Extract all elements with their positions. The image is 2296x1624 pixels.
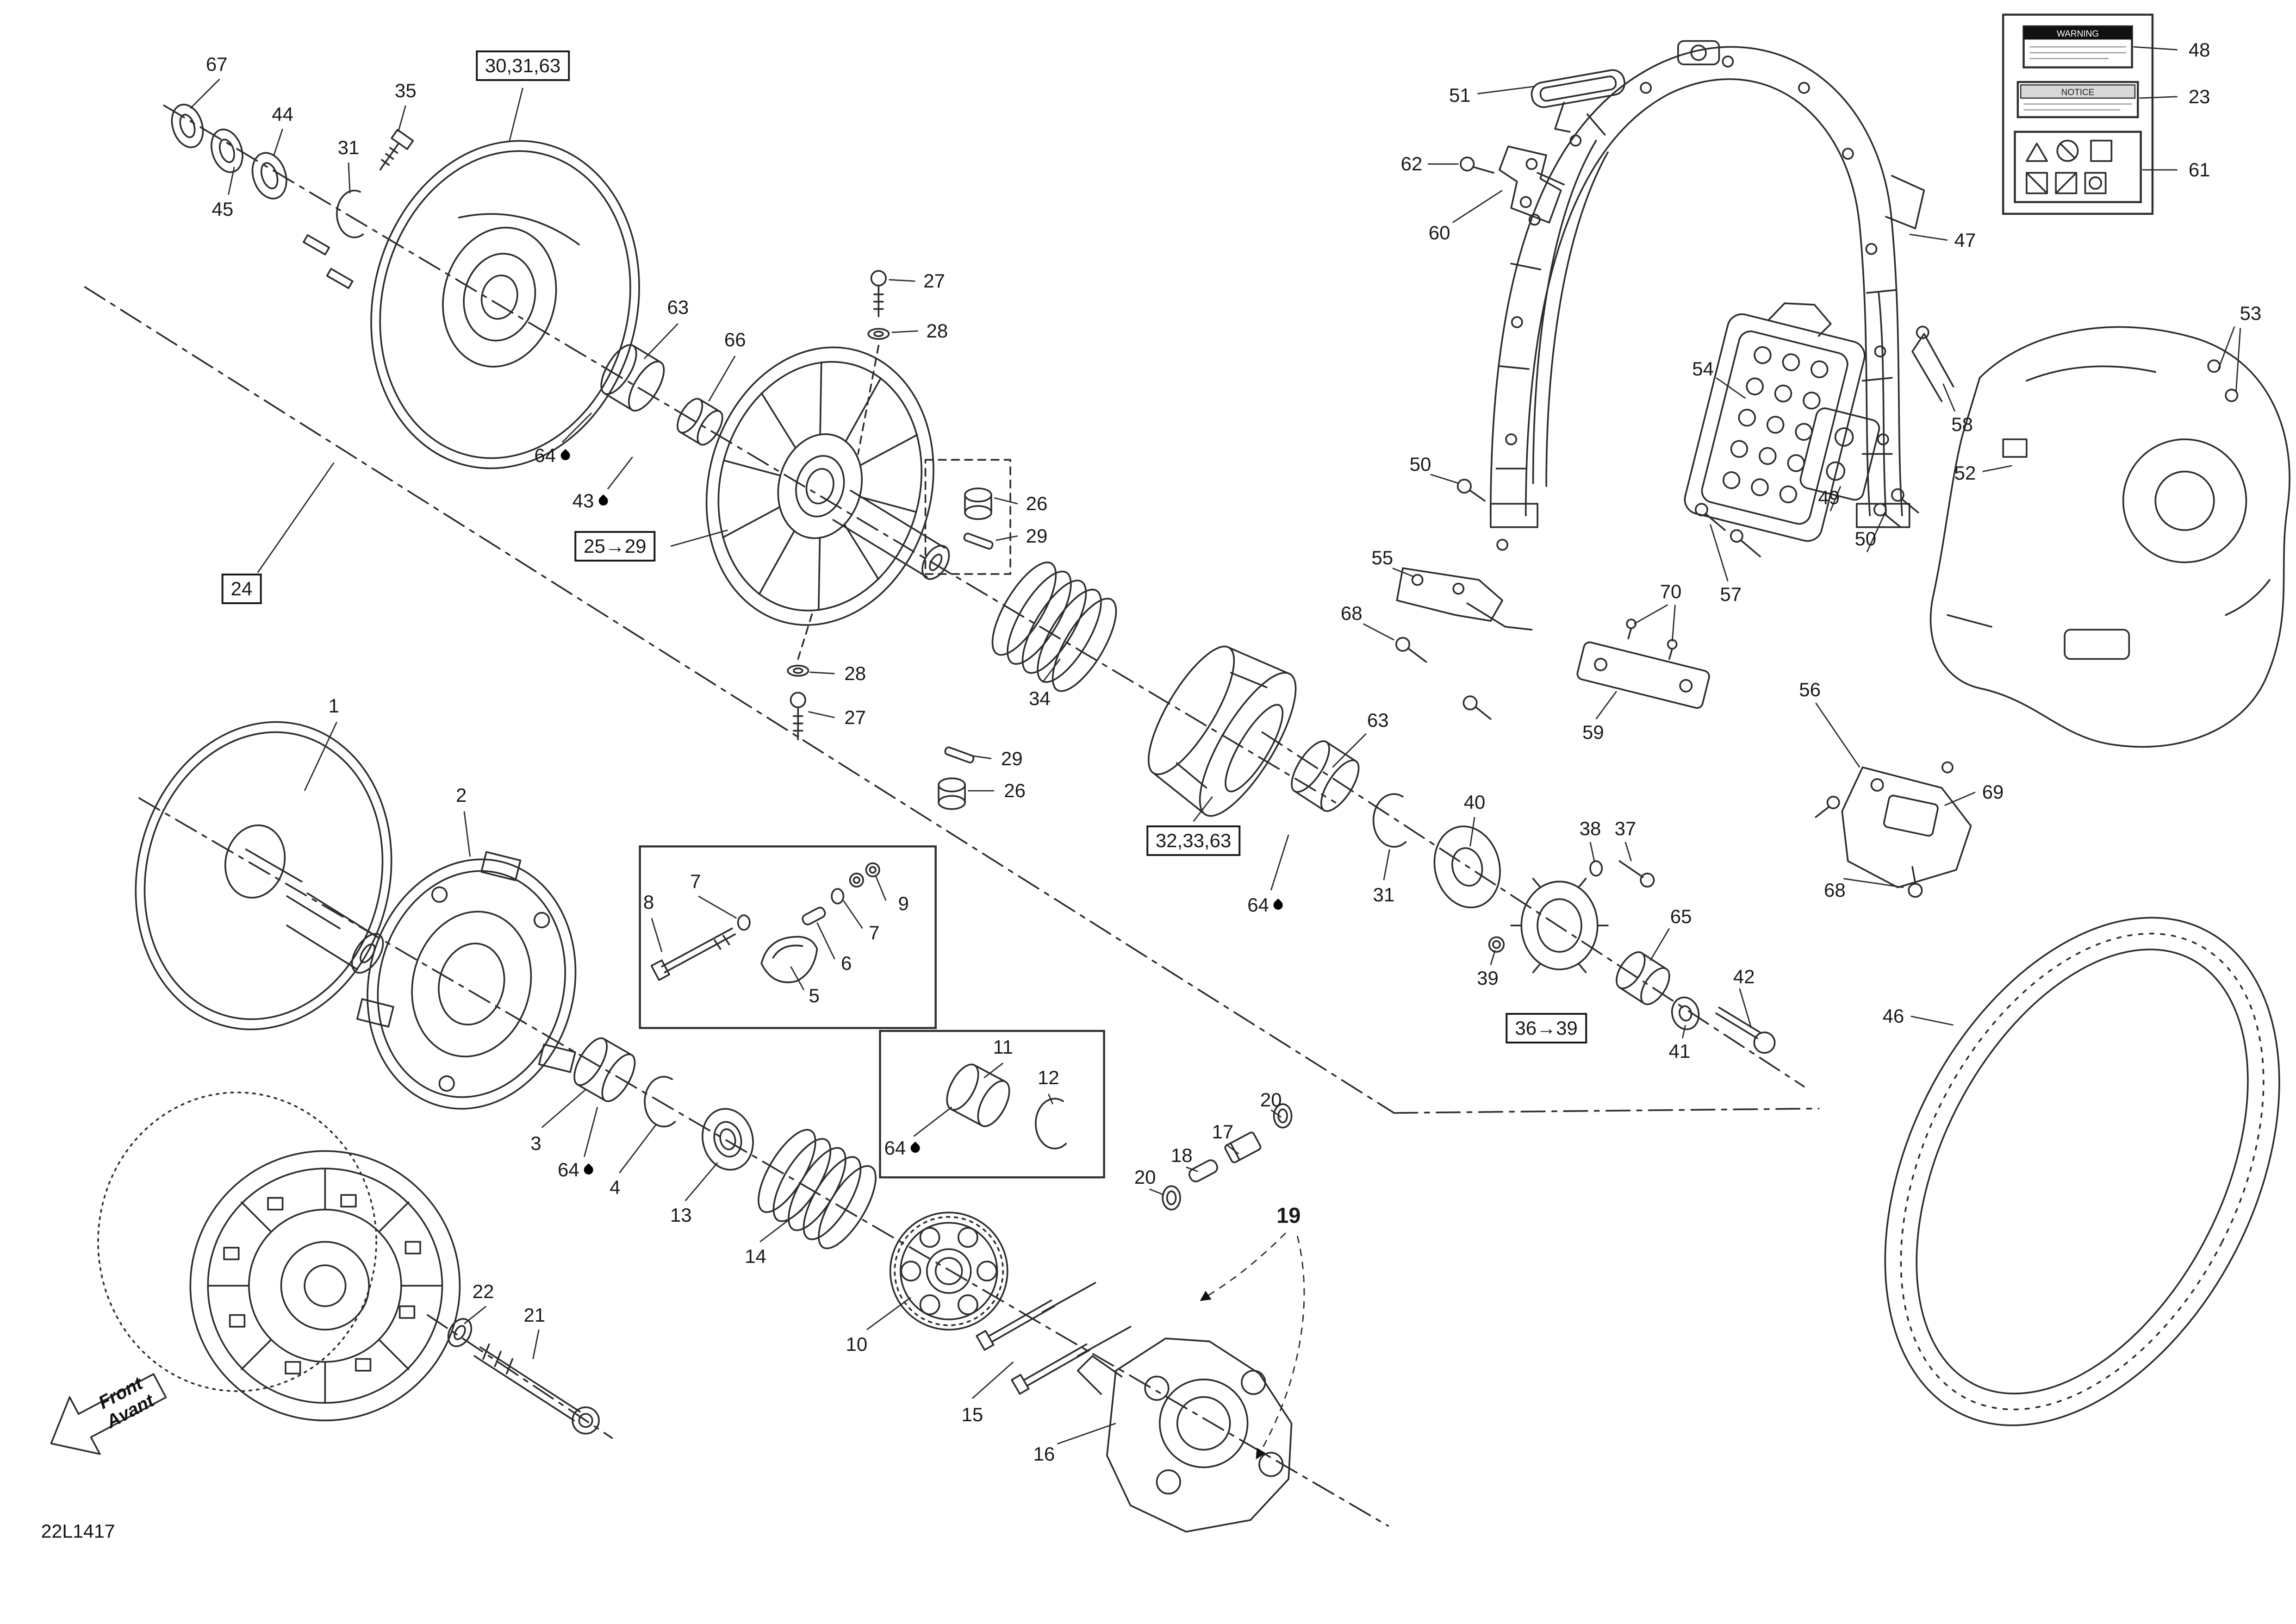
bushing-3-circlip-4-seal-13-drawing	[573, 1037, 754, 1171]
bolts-15-drawing	[976, 1282, 1132, 1395]
damper-26-29-lower-drawing	[938, 746, 975, 810]
cam-36-39-drawing	[1488, 860, 1655, 974]
retaining-ring-drawing	[336, 189, 364, 238]
spider-2-drawing	[356, 851, 577, 1110]
screw-washer-27-28-mid-drawing	[787, 611, 814, 741]
handle-51-drawing	[1531, 69, 1626, 133]
belt-46-drawing	[1884, 917, 2280, 1426]
decal-stickers: WARNING NOTICE	[2002, 13, 2154, 215]
pin-58-drawing	[1911, 325, 1954, 402]
callout-19-arrows	[1200, 1232, 1305, 1460]
axis-lines	[84, 104, 1820, 1527]
washer-40-drawing	[1433, 825, 1501, 909]
no-touch-icon	[2055, 172, 2078, 194]
frame-47-drawing	[1490, 40, 1925, 528]
bolt-35-drawing	[379, 129, 414, 171]
warning-decal-title: WARNING	[2057, 29, 2099, 39]
notice-decal-title: NOTICE	[2061, 88, 2095, 98]
roller-65-drawing	[1616, 951, 1670, 1006]
clutch-drum-drawing	[97, 1091, 461, 1422]
circlip-31-right-drawing	[1372, 793, 1407, 848]
washer-41-bolt-42-drawing	[1671, 996, 1776, 1054]
bushing-63-right-drawing	[1291, 740, 1360, 812]
inset-box-11-12	[879, 1030, 1105, 1179]
warning-triangle-icon	[2026, 143, 2048, 162]
bracket-60-62-drawing	[1460, 145, 1562, 224]
inset-box-5-9	[639, 845, 937, 1029]
damper-26-29-drawing	[924, 459, 1011, 575]
bracket-56-68-69-drawing	[1815, 761, 1972, 898]
bracket-16-drawing	[1076, 1337, 1293, 1533]
gloves-icon	[2026, 172, 2048, 194]
plate-54-drawing	[1684, 302, 1866, 542]
bolt-21-washer-22-drawing	[447, 1318, 600, 1435]
studs-drawing	[303, 234, 354, 289]
prohibited-icon	[2056, 139, 2079, 162]
ramp-32-33-drawing	[1147, 645, 1297, 817]
outer-sheave-drawing	[370, 140, 640, 469]
manual-icon	[2090, 139, 2113, 162]
parts-17-20-drawing	[1162, 1103, 1293, 1211]
plate-59-70-57-drawing	[1576, 503, 1761, 709]
front-direction-arrow: Front Avant	[50, 1373, 167, 1455]
doc-code: 22L1417	[41, 1520, 115, 1542]
rotating-parts-icon	[2084, 172, 2107, 194]
hub-10-drawing	[889, 1212, 1008, 1331]
bracket-55-68-drawing	[1395, 567, 1533, 720]
cover-52-53-drawing	[1929, 326, 2290, 748]
bracket-49-50-drawing	[1456, 407, 1919, 551]
bushings-63-66-drawing	[600, 344, 723, 446]
leader-lines	[190, 46, 2241, 1445]
washer-stack-drawing	[171, 104, 287, 200]
spring-14-drawing	[758, 1129, 877, 1249]
spoked-pulley-drawing	[705, 346, 950, 626]
pictogram-icons	[2026, 139, 2113, 194]
spring-34-drawing	[991, 562, 1117, 692]
